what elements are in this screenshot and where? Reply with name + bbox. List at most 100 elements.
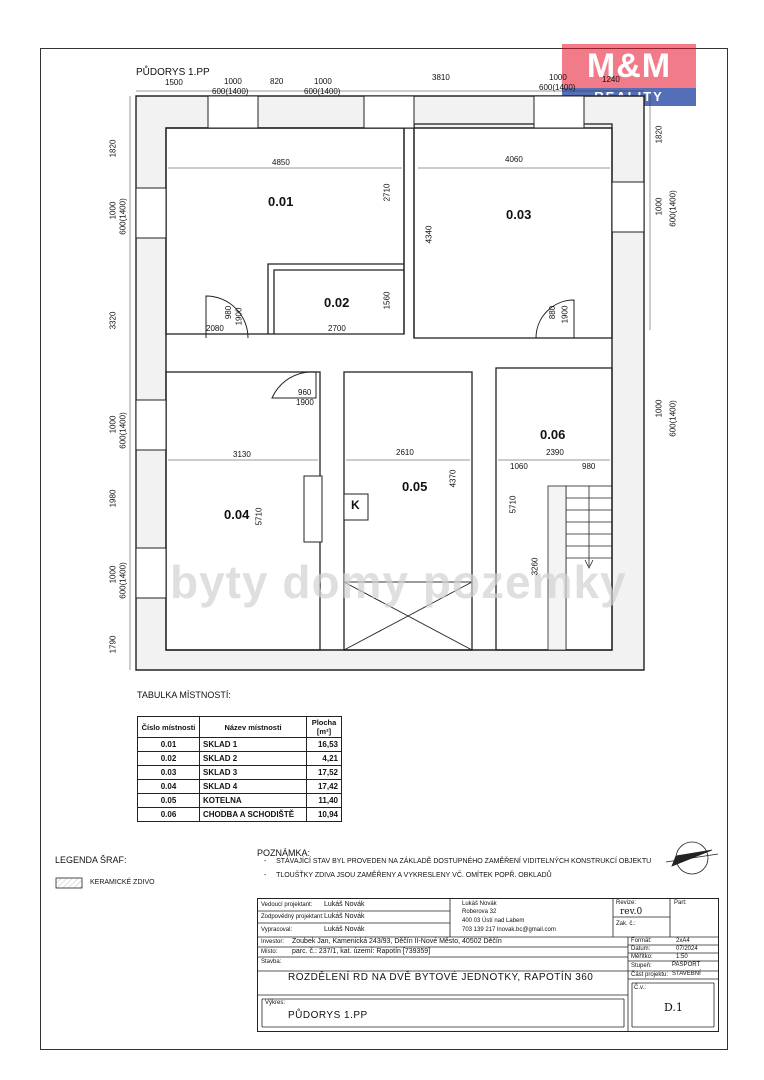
dimension-lines — [129, 90, 651, 670]
room-label-0.05: 0.05 — [402, 479, 428, 494]
tb-resp-label: Zodpovědný projektant: — [261, 914, 324, 920]
tb-format-label: Formát: — [631, 938, 652, 944]
dim-inner-16: 4370 — [448, 469, 458, 488]
tb-zak-label: Zak. č.: — [616, 921, 636, 927]
cell-name: SKLAD 2 — [199, 751, 307, 766]
cell-name: CHODBA A SCHODIŠTĚ — [199, 807, 307, 822]
doors — [205, 295, 575, 399]
tb-stage-label: Stupeň: — [631, 963, 652, 969]
tb-firm-0: Lukáš Novák — [462, 901, 497, 907]
dim-right-3: 1000 — [654, 399, 664, 418]
dim-inner-12: 1900 — [296, 398, 314, 407]
dim-inner-17: 2390 — [546, 448, 564, 457]
tb-sheet-value: PŮDORYS 1.PP — [288, 1010, 368, 1021]
dim-right-1: 1000 — [654, 197, 664, 216]
tb-rev-label: Revize: — [616, 900, 637, 906]
light-shaft — [343, 581, 473, 651]
col-name: Název místnosti — [199, 716, 307, 738]
note-line-1: - STÁVAJÍCÍ STAV BYL PROVEDEN NA ZÁKLADĚ… — [264, 858, 652, 865]
drawing-sheet-border — [40, 48, 728, 1050]
pillar — [303, 475, 323, 543]
dim-inner-9: 880 — [548, 305, 558, 320]
cell-name: SKLAD 3 — [199, 765, 307, 780]
tb-resp-value: Lukáš Novák — [324, 913, 365, 920]
tb-firm-1: Roberova 32 — [462, 909, 497, 915]
cell-no: 0.06 — [137, 807, 200, 822]
room-label-0.01: 0.01 — [268, 194, 294, 209]
tb-format-value: 2xA4 — [676, 938, 690, 944]
tb-lead-value: Lukáš Novák — [324, 901, 365, 908]
watermark: byty domy pozemky — [170, 556, 627, 608]
dim-top-5: 600(1400) — [304, 87, 341, 96]
dim-inner-2: 4060 — [505, 155, 523, 164]
cell-name: SKLAD 1 — [199, 737, 307, 752]
tb-firm-2: 400 03 Ústí nad Labem — [462, 918, 525, 924]
dim-inner-18: 1060 — [510, 462, 528, 471]
tb-scale-label: Měřítko: — [631, 954, 653, 960]
dim-left-5: 600(1400) — [118, 412, 128, 449]
cell-area: 4,21 — [306, 751, 342, 766]
dim-left-4: 1000 — [108, 415, 118, 434]
tb-investor-value: Zoubek Jan, Kamenická 243/93, Děčín II-N… — [292, 938, 502, 945]
cell-name: KOTELNA — [199, 793, 307, 808]
dim-right-0: 1820 — [654, 125, 664, 144]
dim-top-0: 1500 — [165, 78, 183, 87]
note-text-1: STÁVAJÍCÍ STAV BYL PROVEDEN NA ZÁKLADĚ D… — [276, 858, 652, 865]
tb-build-label: Stavba: — [261, 959, 282, 965]
tb-firm-3: 703 139 217 lnovak.bc@gmail.com — [462, 927, 556, 933]
col-area: Plocha [m²] — [306, 716, 342, 738]
tb-part2-value: STAVEBNÍ — [672, 971, 701, 977]
dim-inner-13: 3130 — [233, 450, 251, 459]
dim-inner-3: 4340 — [424, 225, 434, 244]
tb-date-label: Datum: — [631, 946, 651, 952]
logo-mm: M&M — [562, 44, 696, 88]
tb-draw-value: Lukáš Novák — [324, 926, 365, 933]
dim-inner-8: 1900 — [234, 307, 244, 326]
cell-no: 0.01 — [137, 737, 200, 752]
boiler-box — [343, 493, 369, 521]
tb-stage-value: PASPORT — [672, 962, 701, 968]
dim-inner-5: 2700 — [328, 324, 346, 333]
dim-left-6: 1980 — [108, 489, 118, 508]
windows — [135, 95, 645, 599]
tb-lead-label: Vedoucí projektant: — [261, 902, 313, 908]
cell-name: SKLAD 4 — [199, 779, 307, 794]
cell-no: 0.04 — [137, 779, 200, 794]
dim-inner-11: 960 — [298, 388, 312, 397]
dim-left-7: 1000 — [108, 565, 118, 584]
dim-left-0: 1820 — [108, 139, 118, 158]
tb-no-label: Č.v.: — [634, 985, 646, 991]
legend-item: KERAMICKÉ ZDIVO — [90, 879, 155, 886]
table-header-row: Číslo místnosti Název místnosti Plocha [… — [137, 716, 342, 738]
cell-area: 11,40 — [306, 793, 342, 808]
dim-inner-15: 2610 — [396, 448, 414, 457]
cell-no: 0.02 — [137, 751, 200, 766]
boiler-mark: K — [351, 498, 360, 512]
dim-inner-0: 4850 — [272, 158, 290, 167]
col-number: Číslo místnosti — [137, 716, 200, 738]
room-label-0.03: 0.03 — [506, 207, 532, 222]
dim-top-8: 600(1400) — [539, 83, 576, 92]
dim-left-9: 1790 — [108, 635, 118, 654]
room-table: Číslo místnosti Název místnosti Plocha [… — [137, 716, 342, 822]
tb-place-value: parc. č.: 237/1, kat. území: Rapotín [73… — [292, 948, 431, 955]
dim-top-4: 1000 — [314, 77, 332, 86]
plan-title: PŮDORYS 1.PP — [136, 67, 210, 78]
dim-left-2: 600(1400) — [118, 198, 128, 235]
room-table-heading: TABULKA MÍSTNOSTÍ: — [137, 690, 231, 700]
note-heading: POZNÁMKA: — [257, 848, 311, 858]
tb-part2-label: Část projektu: — [631, 972, 669, 978]
cell-area: 16,53 — [306, 737, 342, 752]
tb-scale-value: 1:50 — [676, 954, 688, 960]
title-block: Vedoucí projektant: Lukáš Novák Zodpověd… — [257, 898, 719, 1032]
dim-top-7: 1000 — [549, 73, 567, 82]
tb-rev-value: rev.0 — [620, 907, 643, 917]
tb-investor-label: Investor: — [261, 939, 285, 945]
dim-inner-4: 1560 — [382, 291, 392, 310]
dim-right-4: 600(1400) — [668, 400, 678, 437]
